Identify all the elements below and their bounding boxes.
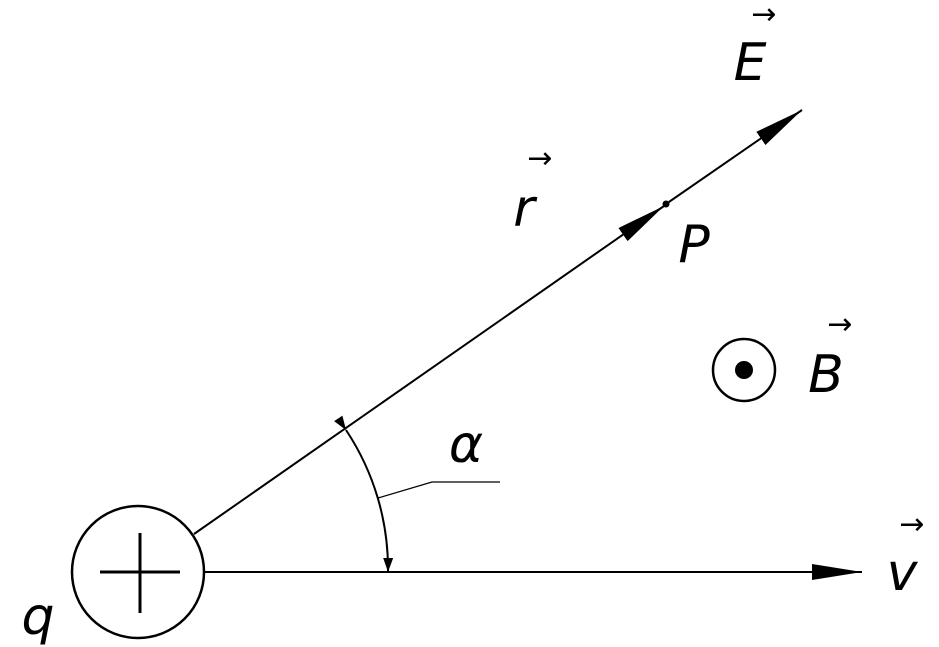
- label-r-arrow: →: [527, 141, 552, 176]
- point-p-marker: [662, 200, 670, 208]
- label-charge: q: [21, 587, 54, 647]
- plus-sign-icon: [100, 533, 180, 613]
- label-b-arrow: →: [827, 307, 852, 342]
- label-velocity: v: [887, 543, 919, 603]
- label-position-vector: r: [513, 179, 538, 239]
- label-point-p: P: [678, 215, 710, 275]
- label-v-arrow: →: [899, 507, 924, 542]
- label-e-arrow: →: [751, 0, 776, 32]
- label-angle-alpha: α: [449, 415, 483, 475]
- electric-field-vector: [665, 109, 803, 205]
- charge-symbol: [70, 504, 206, 640]
- position-vector: [193, 205, 665, 535]
- angle-arc: [334, 415, 394, 573]
- angle-leader-line: [377, 481, 500, 499]
- label-magnetic-field: B: [808, 345, 844, 405]
- label-electric-field: E: [734, 33, 767, 93]
- dot-in-circle-icon: [711, 337, 777, 403]
